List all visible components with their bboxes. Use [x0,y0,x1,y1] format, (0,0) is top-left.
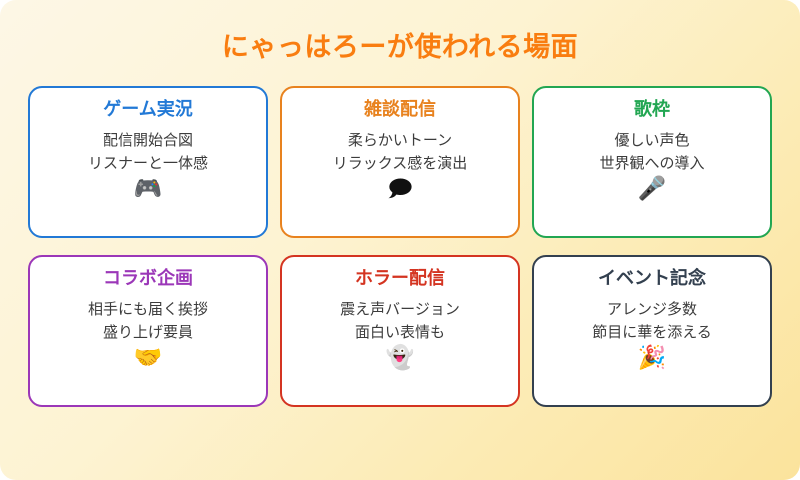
speech-balloon-icon: 🗩 [387,176,413,203]
card-title: コラボ企画 [103,268,193,290]
card-line: 節目に華を添える [592,322,712,341]
card-utawaku: 歌枠 優しい声色 世界観への導入 🎤 [532,86,772,239]
party-popper-icon: 🎉 [637,345,667,372]
handshake-icon: 🤝 [133,345,163,372]
card-collab-kikaku: コラボ企画 相手にも届く挨拶 盛り上げ要員 🤝 [28,255,268,408]
page-title: にゃっはろーが使われる場面 [221,32,579,63]
card-lines: 優しい声色 世界観への導入 [599,130,704,175]
card-line: 世界観への導入 [599,153,705,172]
card-line: 盛り上げ要員 [102,322,193,341]
card-zatsudan-haishin: 雑談配信 柔らかいトーン リラックス感を演出 🗩 [280,86,520,239]
card-lines: 柔らかいトーン リラックス感を演出 [333,130,468,175]
card-line: リラックス感を演出 [332,153,468,172]
card-line: リスナーと一体感 [87,153,208,172]
card-title: 雑談配信 [364,99,436,121]
card-game-jikkyou: ゲーム実況 配信開始合図 リスナーと一体感 🎮 [28,86,268,239]
card-line: 相手にも届く挨拶 [87,299,208,318]
card-line: 配信開始合図 [102,130,193,149]
card-title: ゲーム実況 [103,99,193,121]
card-lines: 震え声バージョン 面白い表情も [340,299,460,344]
card-grid: ゲーム実況 配信開始合図 リスナーと一体感 🎮 雑談配信 柔らかいトーン リラッ… [28,86,772,408]
card-horror-haishin: ホラー配信 震え声バージョン 面白い表情も 👻 [280,255,520,408]
microphone-icon: 🎤 [637,176,667,203]
card-title: 歌枠 [634,99,670,121]
card-line: 震え声バージョン [340,299,460,318]
card-event-kinen: イベント記念 アレンジ多数 節目に華を添える 🎉 [532,255,772,408]
ghost-icon: 👻 [385,345,415,372]
card-lines: 相手にも届く挨拶 盛り上げ要員 [88,299,208,344]
card-line: 優しい声色 [614,130,690,149]
game-controller-icon: 🎮 [133,176,163,203]
card-line: 面白い表情も [354,322,445,341]
card-title: ホラー配信 [355,268,445,290]
card-line: アレンジ多数 [606,299,697,318]
card-line: 柔らかいトーン [347,130,453,149]
card-lines: 配信開始合図 リスナーと一体感 [88,130,208,175]
card-lines: アレンジ多数 節目に華を添える [592,299,712,344]
card-title: イベント記念 [598,268,706,290]
